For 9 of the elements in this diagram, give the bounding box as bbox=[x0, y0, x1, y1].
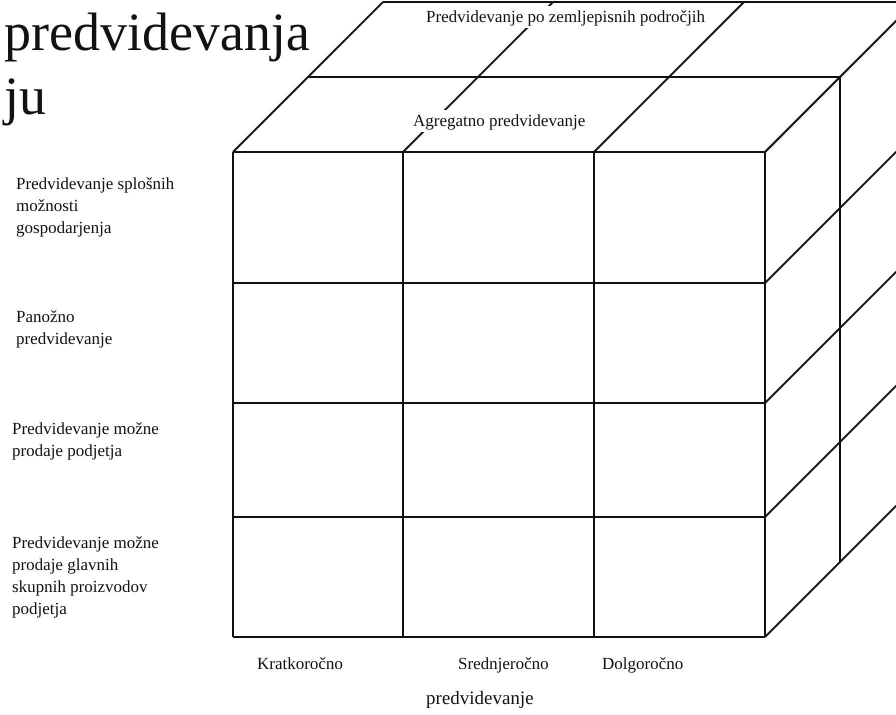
column-label: Kratkoročno bbox=[257, 653, 343, 675]
row-label: Predvidevanje splošnih možnosti gospodarjenja bbox=[16, 173, 176, 239]
axis-label: predvidevanje bbox=[426, 688, 534, 710]
row-label: Predvidevanje možne prodaje podjetja bbox=[12, 418, 160, 462]
column-label: Srednjeročno bbox=[458, 653, 549, 675]
row-label: Panožno predvidevanje bbox=[16, 306, 114, 350]
row-label: Predvidevanje možne prodaje glavnih skupnih proizvodov podjetja bbox=[12, 532, 160, 620]
column-label: Dolgoročno bbox=[602, 653, 684, 675]
title: predvidevanja ju bbox=[4, 1, 311, 128]
